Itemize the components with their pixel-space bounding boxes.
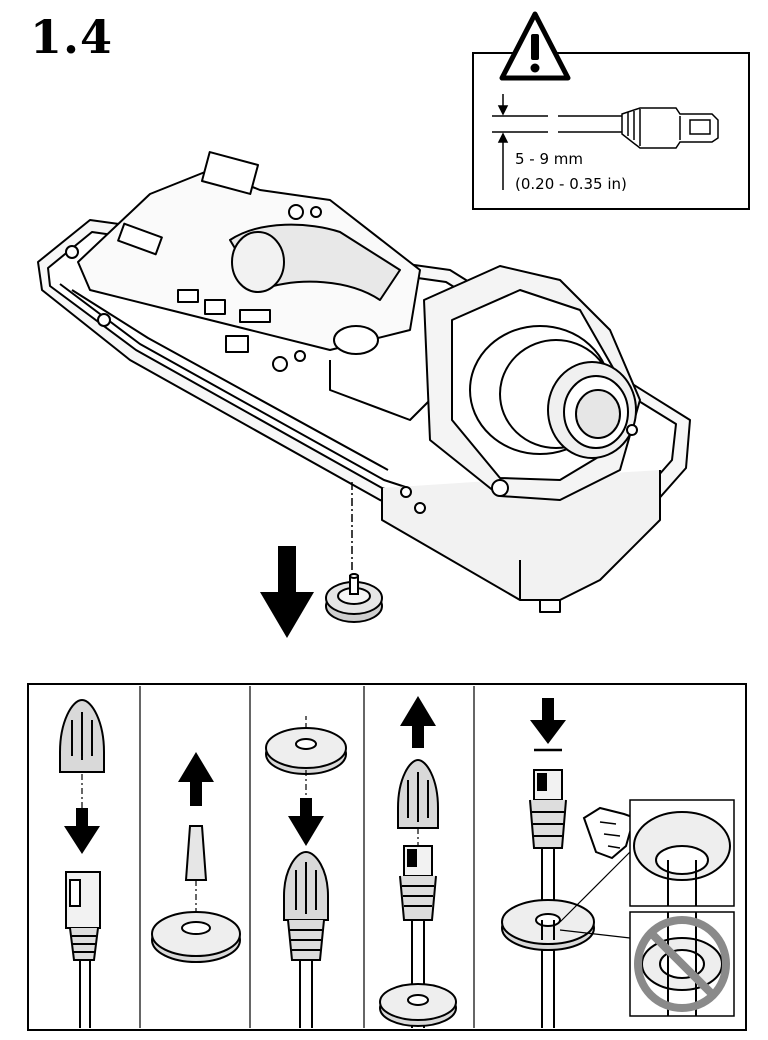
warning-triangle-icon: [499, 11, 571, 81]
cable-dimension-in: (0.20 - 0.35 in): [515, 175, 627, 193]
steps-panel: [27, 683, 747, 1031]
step-5-push-through-gasket: [501, 698, 735, 1028]
down-arrow-icon: [260, 546, 314, 638]
step-2-remove-plug: [151, 752, 241, 963]
cable-diameter-diagram: [492, 94, 719, 190]
step-3-gasket-over-boot: [265, 716, 347, 1028]
prohibited-icon: [634, 916, 730, 1012]
step-1-boot-onto-connector: [59, 698, 105, 1028]
step-4-slide-boot-up: [379, 696, 457, 1028]
cable-gasket-icon: [325, 573, 383, 623]
cable-dimension-mm: 5 - 9 mm: [515, 150, 584, 168]
camera-housing-illustration: [37, 151, 691, 613]
step-number: 1.4: [30, 10, 114, 64]
panel-dividers: [139, 686, 475, 1028]
